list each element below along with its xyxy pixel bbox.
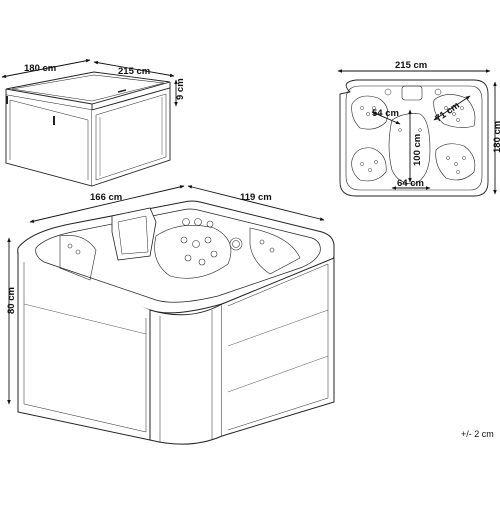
tub-height-label: 80 cm bbox=[6, 287, 17, 314]
cover-view bbox=[5, 71, 171, 187]
tub-view bbox=[17, 200, 335, 445]
tolerance-note: +/- 2 cm bbox=[461, 429, 494, 439]
tub-dimensions bbox=[7, 185, 325, 405]
footwell-width-label: 64 cm bbox=[397, 178, 424, 189]
top-view-width-label: 215 cm bbox=[395, 60, 427, 71]
top-view-dimensions bbox=[337, 69, 497, 195]
cover-dimensions bbox=[1, 59, 178, 107]
footwell-length-label: 100 cm bbox=[412, 134, 423, 166]
tub-length-right-label: 119 cm bbox=[240, 192, 272, 203]
seat-depth-label: 54 cm bbox=[372, 108, 399, 119]
tub-length-left-label: 166 cm bbox=[90, 192, 122, 203]
cover-length-label: 215 cm bbox=[118, 66, 150, 77]
top-view-depth-label: 180 cm bbox=[492, 121, 500, 153]
cover-width-label: 180 cm bbox=[24, 63, 56, 74]
cover-thickness-label: 9 cm bbox=[175, 78, 186, 100]
